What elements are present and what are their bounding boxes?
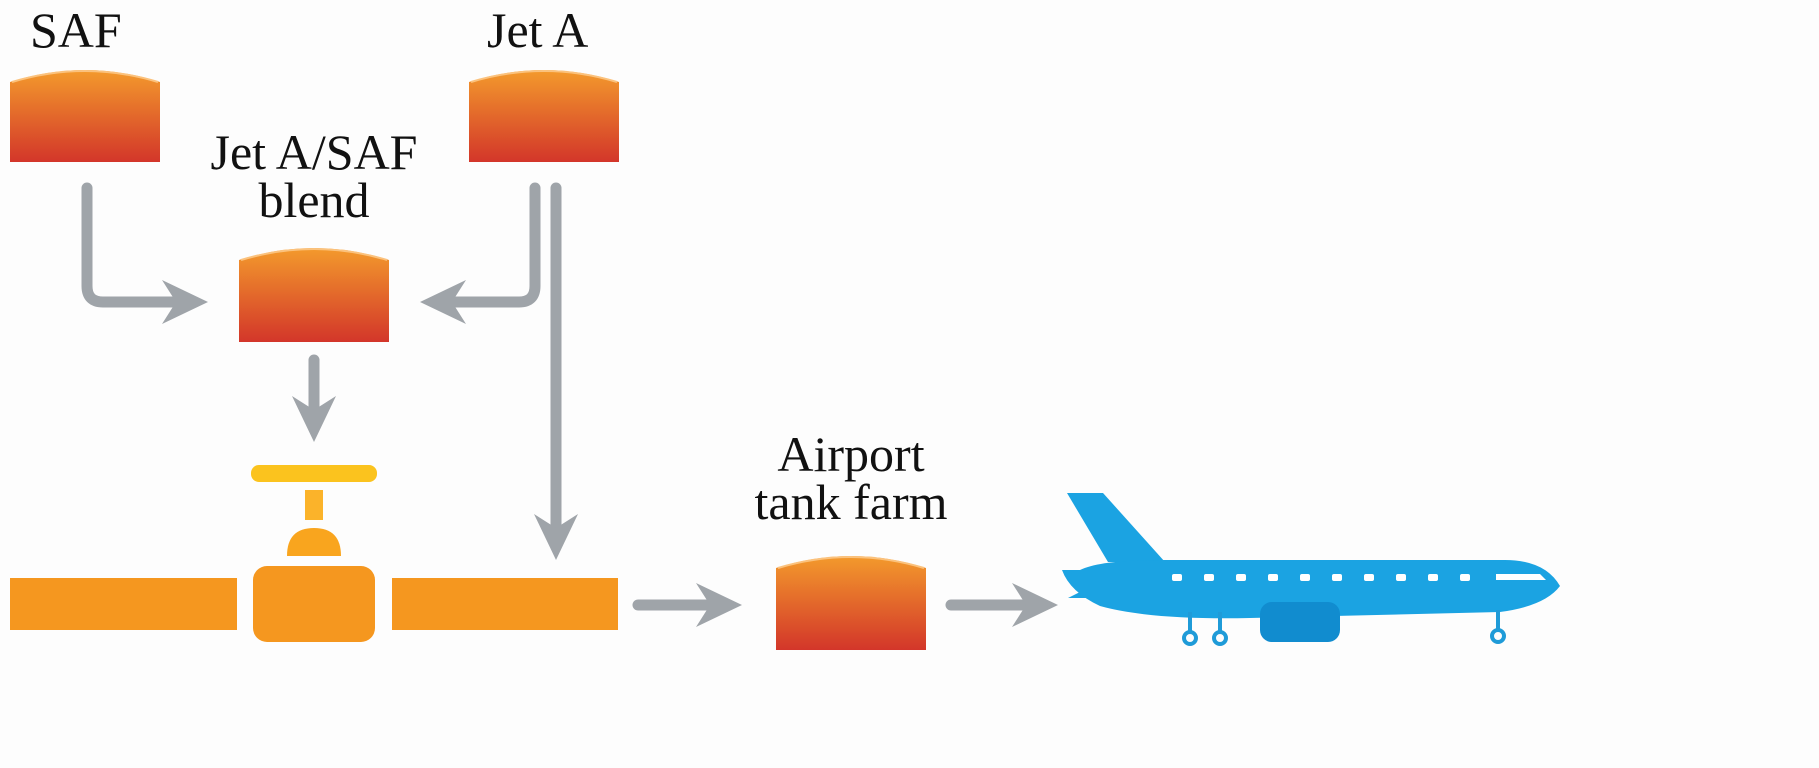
airport-tank [776, 556, 926, 650]
airplane-windows [1172, 574, 1546, 581]
saf-tank [10, 70, 160, 162]
fuel-flow-diagram [10, 70, 1560, 650]
blend-label-line-2: blend [258, 172, 370, 228]
jet-a-tank [469, 70, 619, 162]
airport-label: Airport tank farm [735, 426, 967, 530]
blend-label: Jet A/SAF blend [192, 124, 436, 228]
jet-a-label: Jet A [487, 2, 589, 58]
landing-gear [1182, 610, 1506, 646]
saf-to-blend-arrow [81, 182, 208, 324]
airplane-icon [1062, 493, 1560, 646]
jet-a-to-blend-arrow [420, 182, 541, 324]
airport-label-line-1: Airport [777, 426, 925, 482]
blend-label-line-1: Jet A/SAF [210, 124, 418, 180]
blend-tank [239, 248, 389, 342]
pipeline [10, 578, 618, 630]
saf-label: SAF [30, 2, 122, 58]
valve-icon [251, 465, 377, 642]
airport-label-line-2: tank farm [754, 474, 948, 530]
